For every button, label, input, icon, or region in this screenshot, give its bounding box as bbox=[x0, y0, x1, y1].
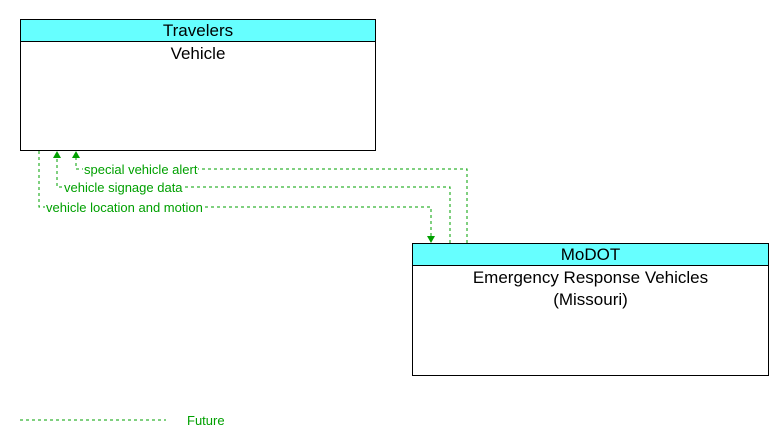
emergency-vehicles-node-title: Emergency Response Vehicles (Missouri) bbox=[413, 266, 768, 311]
arrowhead-special-vehicle-alert bbox=[72, 151, 80, 158]
flow-label-special-vehicle-alert: special vehicle alert bbox=[83, 162, 199, 177]
emergency-vehicles-node[interactable]: MoDOT Emergency Response Vehicles (Misso… bbox=[412, 243, 769, 376]
flow-line-special-vehicle-alert bbox=[75, 157, 468, 243]
vehicle-node-header: Travelers bbox=[21, 20, 375, 42]
arrowhead-vehicle-location-and-motion bbox=[427, 236, 435, 243]
emergency-vehicles-title-line1: Emergency Response Vehicles bbox=[472, 268, 709, 287]
arrowhead-vehicle-signage-data bbox=[53, 151, 61, 158]
flow-label-vehicle-location-and-motion: vehicle location and motion bbox=[45, 200, 204, 215]
vehicle-node[interactable]: Travelers Vehicle bbox=[20, 19, 376, 151]
flow-line-vehicle-signage-data bbox=[56, 157, 451, 243]
emergency-vehicles-title-line2: (Missouri) bbox=[553, 290, 628, 309]
vehicle-node-title: Vehicle bbox=[170, 44, 226, 63]
flow-label-vehicle-signage-data: vehicle signage data bbox=[63, 180, 184, 195]
emergency-vehicles-node-header: MoDOT bbox=[413, 244, 768, 266]
flow-line-vehicle-location-and-motion bbox=[38, 151, 432, 237]
legend-future-label: Future bbox=[187, 413, 225, 428]
